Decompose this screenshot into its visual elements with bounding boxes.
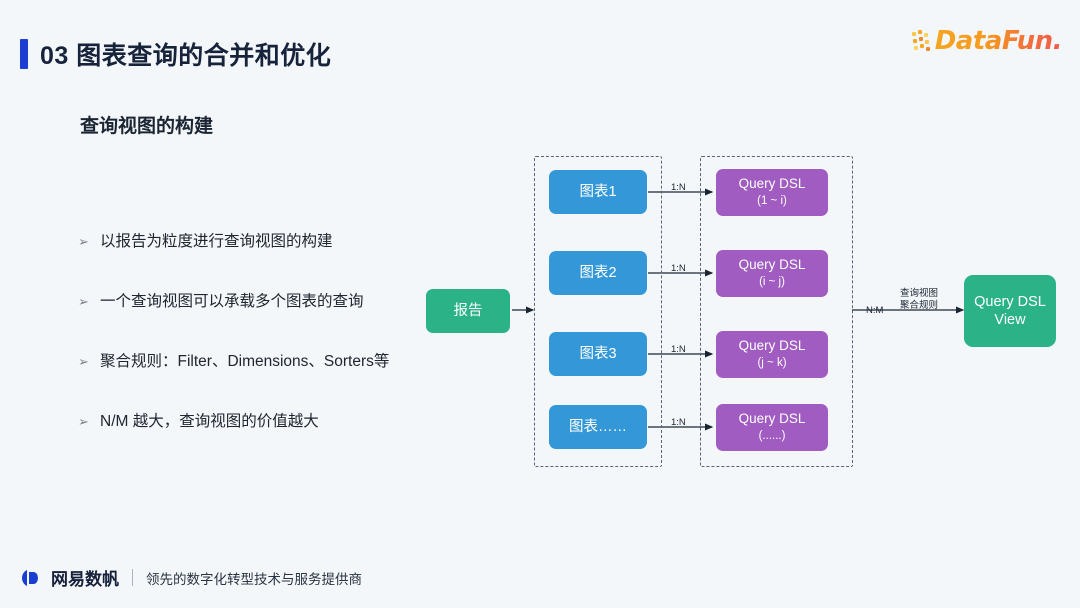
bullet-arrow-icon: ➢ bbox=[78, 294, 89, 309]
node-report[interactable]: 报告 bbox=[426, 289, 510, 333]
bullet-text: 一个查询视图可以承载多个图表的查询 bbox=[100, 293, 364, 310]
bullet-text: 以报告为粒度进行查询视图的构建 bbox=[100, 233, 333, 250]
netease-logo-icon bbox=[22, 568, 42, 588]
datafun-wordmark: DataFun. bbox=[934, 26, 1063, 56]
list-item: ➢ 聚合规则：Filter、Dimensions、Sorters等 bbox=[78, 352, 438, 372]
title-text: 03 图表查询的合并和优化 bbox=[40, 42, 332, 70]
node-chart-label: 图表3 bbox=[579, 345, 617, 362]
bullet-text: N/M 越大，查询视图的价值越大 bbox=[100, 413, 319, 430]
query-dsl-group-box bbox=[700, 156, 853, 467]
node-query-dsl-label: Query DSL bbox=[738, 176, 806, 192]
node-chart-label: 图表2 bbox=[579, 264, 617, 281]
footer-tagline: 领先的数字化转型技术与服务提供商 bbox=[146, 571, 362, 587]
node-chart-3[interactable]: 图表3 bbox=[549, 332, 647, 376]
node-view-line1: Query DSL bbox=[974, 293, 1046, 310]
bullet-arrow-icon: ➢ bbox=[78, 414, 89, 429]
edge-label-line1: 查询视图 bbox=[900, 288, 939, 299]
footer: 网易数帆 领先的数字化转型技术与服务提供商 bbox=[22, 565, 362, 590]
list-item: ➢ 一个查询视图可以承载多个图表的查询 bbox=[78, 292, 438, 312]
node-query-dsl-view[interactable]: Query DSL View bbox=[964, 275, 1056, 347]
list-item: ➢ 以报告为粒度进行查询视图的构建 bbox=[78, 232, 438, 252]
footer-divider bbox=[132, 569, 133, 586]
node-query-dsl-label: Query DSL bbox=[738, 338, 806, 354]
node-chart-1[interactable]: 图表1 bbox=[549, 170, 647, 214]
node-query-dsl-1[interactable]: Query DSL (1 ~ i) bbox=[716, 169, 828, 216]
edge-label-1n-3: 1:N bbox=[671, 344, 686, 355]
node-query-dsl-range: (j ~ k) bbox=[757, 357, 787, 370]
node-query-dsl-range: (i ~ j) bbox=[759, 276, 785, 289]
node-query-dsl-3[interactable]: Query DSL (j ~ k) bbox=[716, 331, 828, 378]
edge-label-line2: 聚合规则 bbox=[900, 300, 939, 311]
node-query-dsl-label: Query DSL bbox=[738, 411, 806, 427]
node-query-dsl-4[interactable]: Query DSL (......) bbox=[716, 404, 828, 451]
bullet-text: 聚合规则：Filter、Dimensions、Sorters等 bbox=[100, 353, 390, 370]
bullet-arrow-icon: ➢ bbox=[78, 354, 89, 369]
edge-label-nm: N:M bbox=[866, 305, 884, 316]
list-item: ➢ N/M 越大，查询视图的价值越大 bbox=[78, 412, 438, 432]
section-subheading: 查询视图的构建 bbox=[80, 116, 214, 137]
node-query-dsl-range: (......) bbox=[758, 430, 786, 443]
edge-label-1n-2: 1:N bbox=[671, 263, 686, 274]
bullet-arrow-icon: ➢ bbox=[78, 234, 89, 249]
node-query-dsl-label: Query DSL bbox=[738, 257, 806, 273]
node-chart-4[interactable]: 图表…… bbox=[549, 405, 647, 449]
node-chart-label: 图表1 bbox=[579, 183, 617, 200]
charts-group-box bbox=[534, 156, 662, 467]
node-report-label: 报告 bbox=[453, 302, 483, 319]
title-accent-bar bbox=[20, 39, 28, 69]
node-query-dsl-range: (1 ~ i) bbox=[757, 195, 787, 208]
edge-label-1n-1: 1:N bbox=[671, 182, 686, 193]
node-view-line2: View bbox=[994, 312, 1026, 328]
footer-brand: 网易数帆 bbox=[51, 570, 119, 589]
page-title: 03 图表查询的合并和优化 bbox=[20, 36, 331, 72]
edge-label-aggregation-rule: 查询视图 聚合规则 bbox=[900, 288, 938, 312]
node-chart-2[interactable]: 图表2 bbox=[549, 251, 647, 295]
bullet-list: ➢ 以报告为粒度进行查询视图的构建 ➢ 一个查询视图可以承载多个图表的查询 ➢ … bbox=[78, 232, 438, 432]
edge-label-1n-4: 1:N bbox=[671, 417, 686, 428]
datafun-dots-icon bbox=[911, 30, 934, 52]
node-chart-label: 图表…… bbox=[569, 418, 627, 435]
datafun-logo: DataFun. bbox=[911, 26, 1063, 56]
node-query-dsl-2[interactable]: Query DSL (i ~ j) bbox=[716, 250, 828, 297]
